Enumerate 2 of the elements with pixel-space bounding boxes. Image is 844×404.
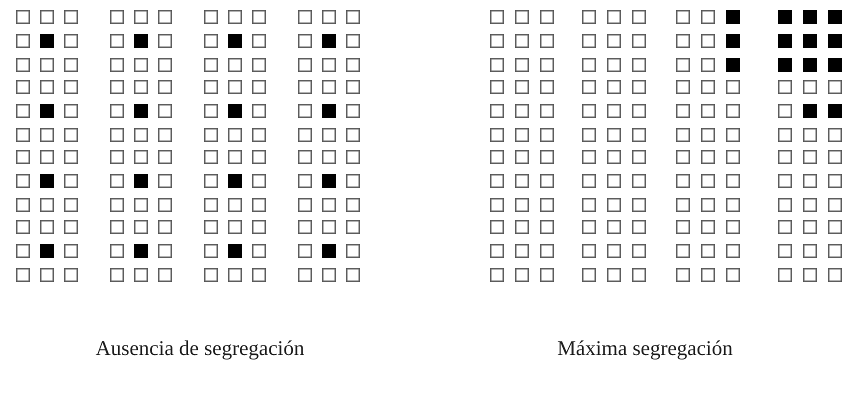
caption: Máxima segregación bbox=[557, 336, 733, 361]
caption: Ausencia de segregación bbox=[96, 336, 304, 361]
